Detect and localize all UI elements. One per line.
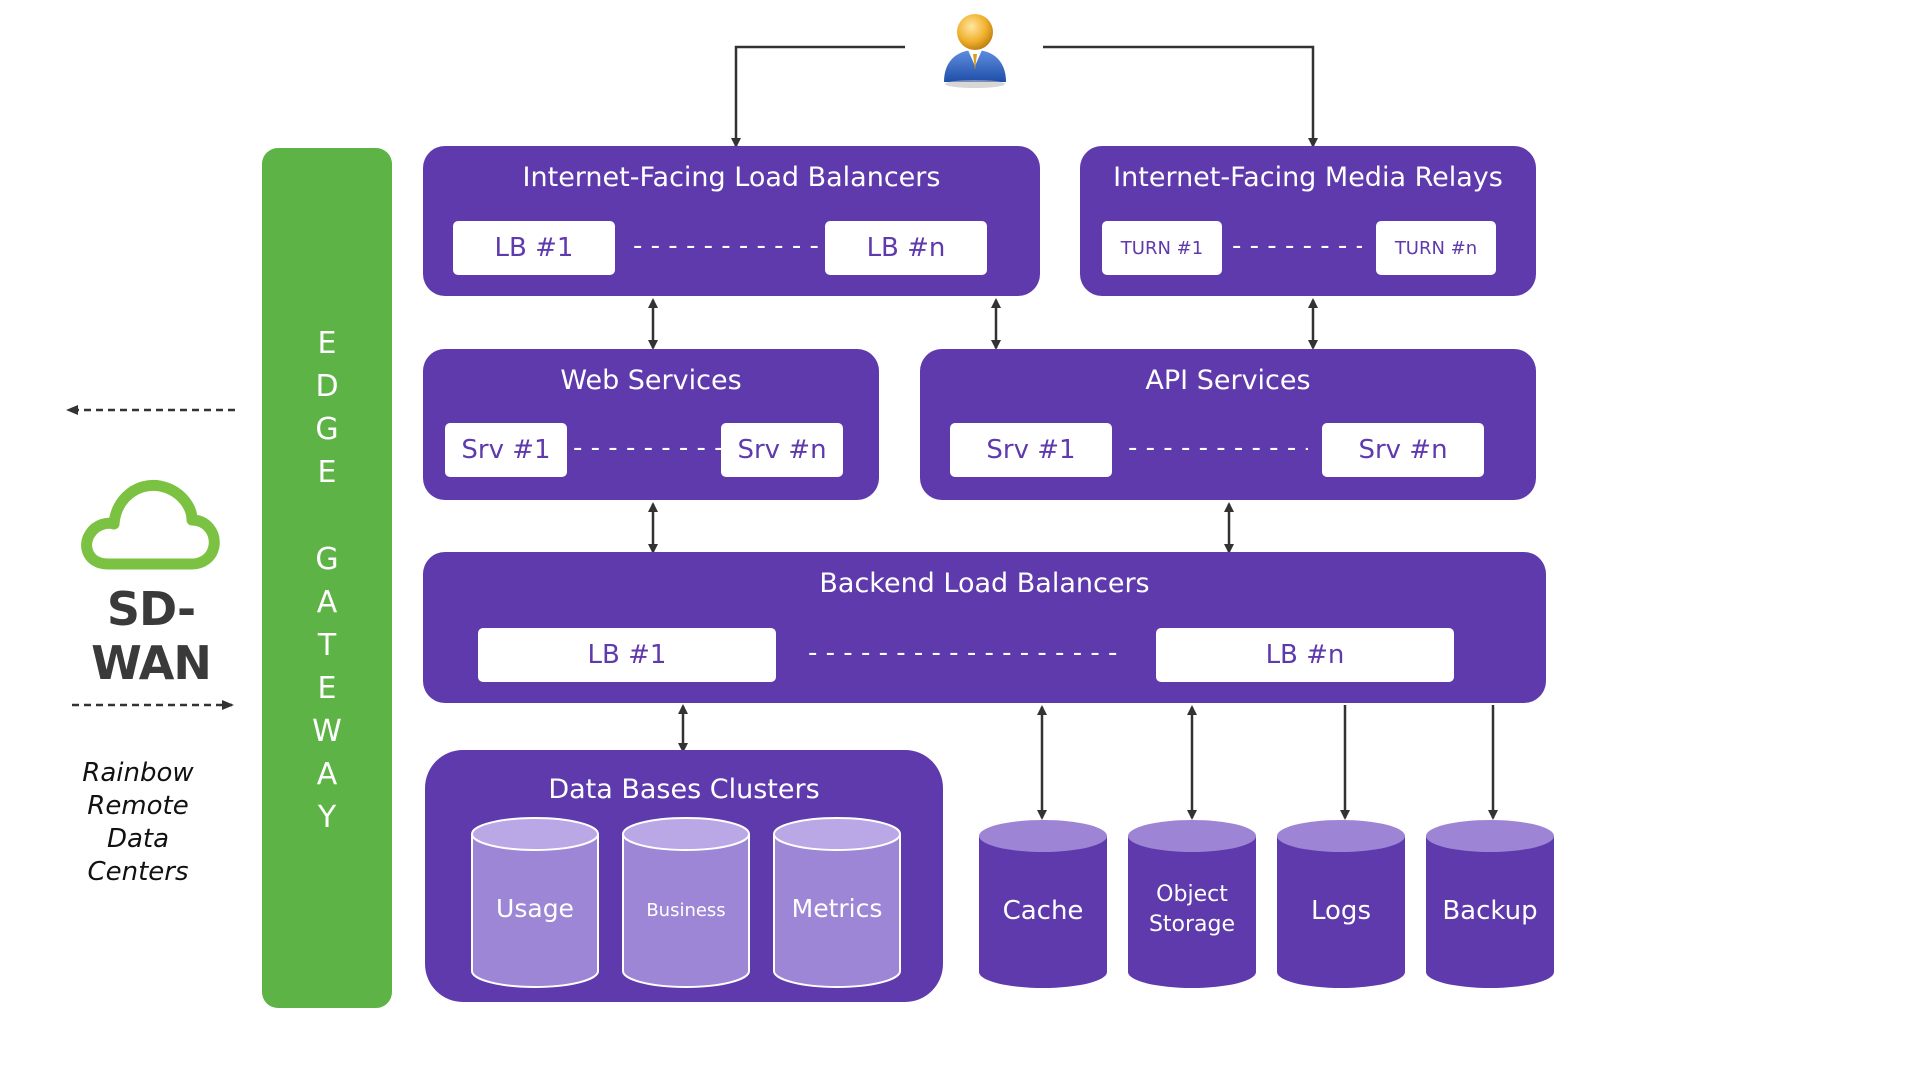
gateway-letter: D — [315, 369, 339, 404]
store-label: Backup — [1442, 896, 1538, 926]
panel-title: Backend Load Balancers — [819, 568, 1150, 599]
srv-node-first: Srv #1 — [950, 423, 1112, 477]
cache-cylinder: Cache — [978, 818, 1108, 990]
object-storage-cylinder: Object Storage — [1127, 818, 1257, 990]
gateway-letter: E — [317, 455, 337, 490]
api-services-panel: API Services Srv #1 - - - - - - - - - - … — [920, 349, 1536, 500]
user-icon — [938, 8, 1012, 90]
gateway-letter: A — [316, 757, 338, 792]
turn-node-first: TURN #1 — [1102, 221, 1222, 275]
user-to-lb-connector — [731, 45, 905, 148]
dashed-separator: - - - - - - - - - - — [1232, 233, 1362, 261]
srv-node-last: Srv #n — [721, 423, 843, 477]
remote-line: Data — [106, 824, 170, 854]
gateway-letter: E — [317, 326, 337, 361]
database-clusters-panel: Data Bases Clusters Usage Business Metri… — [425, 750, 943, 1002]
internet-load-balancers-panel: Internet-Facing Load Balancers LB #1 - -… — [423, 146, 1040, 296]
db-label: Usage — [496, 894, 574, 923]
store-label: Object — [1156, 882, 1228, 907]
cloud-icon — [80, 476, 220, 572]
panel-title: Data Bases Clusters — [548, 774, 820, 805]
gateway-letter: E — [317, 671, 337, 706]
db-label: Metrics — [791, 894, 883, 923]
media-relays-panel: Internet-Facing Media Relays TURN #1 - -… — [1080, 146, 1536, 296]
gateway-letter: A — [316, 585, 338, 620]
lb-node-last: LB #n — [825, 221, 987, 275]
remote-line: Centers — [87, 857, 189, 887]
dashed-separator: - - - - - - - - - - - - - - - - - - - - … — [808, 640, 1123, 668]
turn-node-last: TURN #n — [1376, 221, 1496, 275]
backend-lb-node-first: LB #1 — [478, 628, 776, 682]
dashed-separator: - - - - - - - - - - - - - - — [1128, 435, 1308, 463]
panel-title: Web Services — [560, 365, 742, 396]
user-to-relays-connector — [1043, 45, 1318, 148]
backend-lb-node-last: LB #n — [1156, 628, 1454, 682]
lb-node-first: LB #1 — [453, 221, 615, 275]
gateway-letter: Y — [317, 800, 337, 835]
store-label: Cache — [1002, 896, 1084, 926]
store-label: Logs — [1311, 896, 1371, 926]
srv-node-last: Srv #n — [1322, 423, 1484, 477]
dashed-separator: - - - - - - - - - - — [573, 435, 723, 463]
backend-load-balancers-panel: Backend Load Balancers LB #1 - - - - - -… — [423, 552, 1546, 703]
remote-line: Remote — [87, 791, 189, 821]
web-services-panel: Web Services Srv #1 - - - - - - - - - - … — [423, 349, 879, 500]
dashed-separator: - - - - - - - - - - - - - - — [633, 233, 823, 261]
backup-cylinder: Backup — [1425, 818, 1555, 990]
panel-title: Internet-Facing Media Relays — [1113, 162, 1503, 193]
panel-title: Internet-Facing Load Balancers — [522, 162, 941, 193]
gateway-letter: G — [315, 412, 339, 447]
edge-gateway: E D G E G A T E W A Y — [262, 148, 392, 1008]
store-label: Storage — [1148, 912, 1236, 937]
gateway-letter: T — [317, 628, 337, 663]
srv-node-first: Srv #1 — [445, 423, 567, 477]
gateway-letter: G — [315, 542, 339, 577]
sdwan-logo-text: SD-WAN — [91, 582, 212, 690]
db-cylinder-usage: Usage — [470, 816, 600, 991]
remote-line: Rainbow — [82, 758, 194, 788]
remote-data-centers-label: Rainbow Remote Data Centers — [52, 757, 224, 897]
db-cylinder-metrics: Metrics — [772, 816, 902, 991]
db-cylinder-business: Business — [621, 816, 751, 991]
gateway-letter: W — [312, 714, 342, 749]
logs-cylinder: Logs — [1276, 818, 1406, 990]
db-label: Business — [646, 900, 726, 921]
panel-title: API Services — [1145, 365, 1311, 396]
